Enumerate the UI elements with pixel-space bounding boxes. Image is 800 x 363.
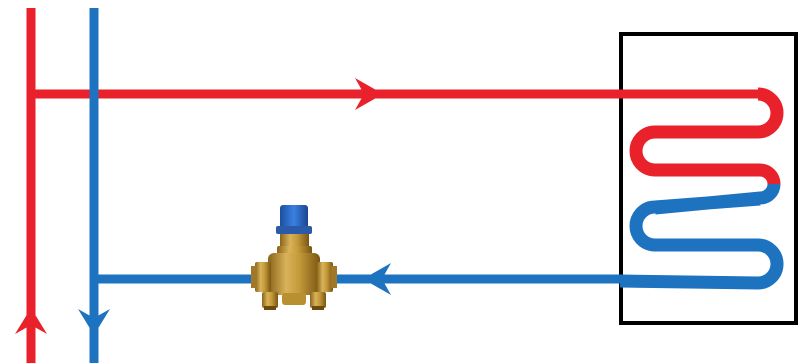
coil-return-section	[619, 183, 784, 290]
supply-flow-arrow-icon	[355, 78, 383, 110]
supply-up-arrow-icon	[15, 308, 47, 334]
coil-supply-section	[629, 87, 784, 185]
brass-valve-icon	[251, 205, 337, 310]
return-down-arrow-icon	[78, 309, 110, 335]
storage-tank	[619, 32, 798, 325]
return-flow-arrow-icon	[363, 263, 391, 295]
